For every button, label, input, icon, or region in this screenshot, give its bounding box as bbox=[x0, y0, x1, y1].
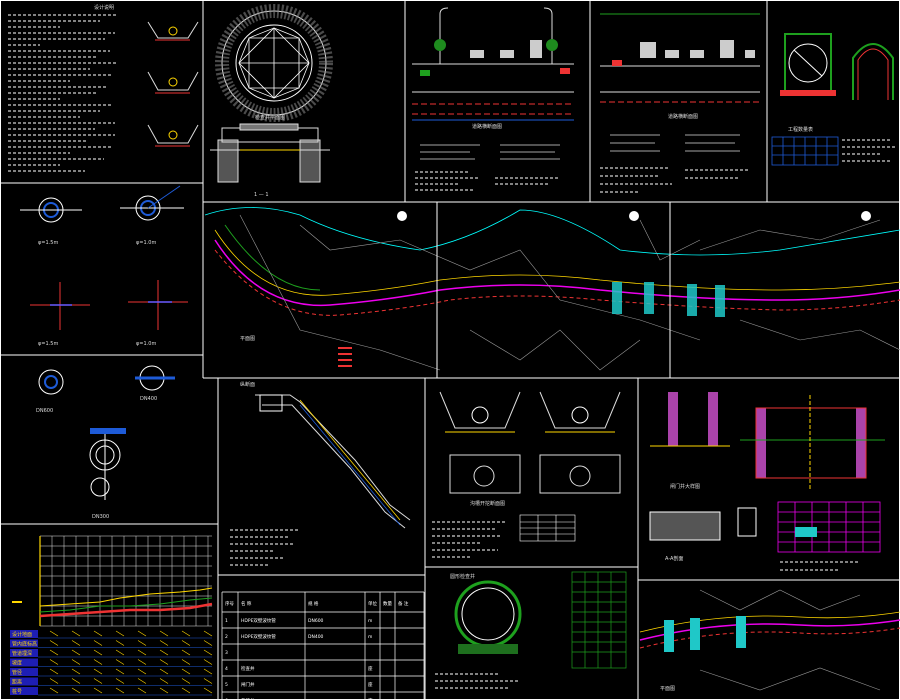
profile-title: 纵断面 bbox=[240, 381, 255, 388]
plan-view-title: 平面图 bbox=[240, 336, 255, 342]
profile-row-label: 距离 bbox=[12, 679, 22, 686]
qty-cell: 3 bbox=[225, 650, 228, 656]
profile-row-label: 桩号 bbox=[12, 688, 22, 695]
plan-view-2-panel: 平面图 bbox=[639, 589, 900, 692]
svg-text:1 — 1: 1 — 1 bbox=[254, 192, 269, 198]
qty-cell: HDPE双壁波纹管 bbox=[241, 633, 276, 640]
trench-detail-panel: 沟槽开挖断面图 bbox=[432, 391, 621, 558]
qty-cell: 2 bbox=[225, 634, 228, 640]
road-section-b-title: 道路横断面图 bbox=[668, 113, 698, 120]
chamber-detail-title: 闸门井大样图 bbox=[670, 483, 700, 490]
road-section-b-panel: 道路横断面图 bbox=[600, 13, 760, 193]
fitting-caption-1: φ=1.5m bbox=[38, 240, 58, 246]
qty-cell: DN600 bbox=[308, 618, 324, 624]
profile-panel: 纵断面 bbox=[230, 381, 411, 566]
chamber-detail-panel: 闸门井大样图 A-A剖面 bbox=[649, 392, 885, 571]
trench-detail-title: 沟槽开挖断面图 bbox=[470, 500, 505, 507]
plan-view-sheet-lines bbox=[436, 202, 671, 378]
qty-header: 序号 bbox=[225, 600, 234, 607]
fitting2-caption-3: DN300 bbox=[92, 514, 109, 520]
trench-sketch-2 bbox=[147, 71, 199, 94]
qty-cell: 座 bbox=[368, 697, 373, 700]
trench-sketch-3 bbox=[147, 124, 199, 147]
fittings-2-panel: DN600 DN400 DN300 bbox=[36, 365, 175, 520]
qty-cell: 4 bbox=[225, 666, 228, 672]
manhole-plan-panel: 检查井平面图 1 — 1 bbox=[210, 4, 333, 198]
round-well-panel: 圆形检查井 bbox=[435, 571, 627, 689]
fitting2-caption-1: DN600 bbox=[36, 408, 53, 414]
plan-legend bbox=[338, 347, 352, 367]
plan-view-2-title: 平面图 bbox=[660, 686, 675, 692]
qty-cell: 座 bbox=[368, 665, 373, 672]
qty-header: 单位 bbox=[368, 600, 377, 607]
plan-view-panel: 平面图 bbox=[204, 202, 900, 378]
qty-cell: HDPE双壁波纹管 bbox=[241, 617, 276, 624]
fitting-caption-2: φ=1.0m bbox=[136, 240, 156, 246]
profile-row-label: 管道埋深 bbox=[12, 650, 32, 657]
profile-row-label: 管内底标高 bbox=[12, 641, 37, 648]
notes-title: 设计说明 bbox=[94, 4, 114, 11]
tunnel-table-title: 工程数量表 bbox=[788, 126, 813, 133]
qty-cell: 5 bbox=[225, 682, 228, 688]
chamber-detail-sub: A-A剖面 bbox=[665, 555, 683, 562]
manhole-section-sketch bbox=[210, 123, 330, 183]
fittings-panel: φ=1.5m φ=1.0m φ=1.5m φ=1.0m bbox=[20, 185, 188, 347]
fitting-caption-3: φ=1.5m bbox=[38, 341, 58, 347]
fitting-caption-4: φ=1.0m bbox=[136, 341, 156, 347]
qty-cell: 检查井 bbox=[241, 665, 255, 672]
qty-cell: m bbox=[368, 635, 372, 640]
trench-sketch-1 bbox=[147, 21, 199, 41]
qty-cell: 6 bbox=[225, 698, 228, 700]
qty-header: 名 称 bbox=[241, 600, 252, 607]
road-section-a-panel: 道路横断面图 bbox=[412, 7, 574, 191]
road-section-a-title: 道路横断面图 bbox=[472, 123, 502, 130]
north-arrows bbox=[397, 211, 871, 221]
qty-header: 备 注 bbox=[398, 600, 409, 607]
qty-cell: 座 bbox=[368, 681, 373, 688]
profile-row-label: 设计地面 bbox=[12, 631, 32, 638]
qty-cell: 截流井 bbox=[241, 697, 255, 700]
qty-cell: DN400 bbox=[308, 634, 324, 640]
qty-header: 规 格 bbox=[308, 600, 319, 607]
round-well-title: 圆形检查井 bbox=[450, 573, 475, 580]
profile-row-label: 管径 bbox=[12, 669, 22, 676]
qty-cell: 1 bbox=[225, 618, 228, 624]
profile-row-label: 坡度 bbox=[12, 660, 22, 667]
fitting2-caption-2: DN400 bbox=[140, 396, 157, 402]
qty-cell: 闸门井 bbox=[241, 681, 255, 688]
tunnel-section-panel: 工程数量表 bbox=[771, 33, 895, 166]
notes-panel: 设计说明 bbox=[8, 4, 199, 172]
notes-text-lines bbox=[8, 14, 118, 172]
manhole-plan-title: 检查井平面图 bbox=[255, 114, 285, 121]
qty-header: 数量 bbox=[383, 600, 392, 607]
culverts bbox=[612, 282, 725, 317]
qty-cell: m bbox=[368, 619, 372, 624]
